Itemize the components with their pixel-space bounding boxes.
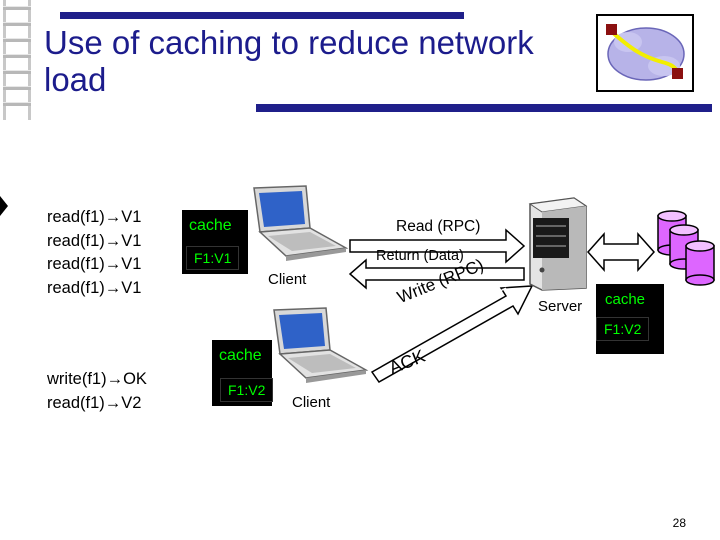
client1-cache-label: cache — [182, 214, 239, 238]
page-number: 28 — [672, 516, 686, 530]
client2-cache-value: F1:V2 — [220, 378, 274, 402]
client2-op: write(f1)→OK — [47, 370, 147, 388]
client2-cache-label: cache — [212, 344, 269, 368]
client2-op: read(f1)→V2 — [47, 393, 142, 412]
network-logo-icon — [596, 14, 694, 92]
return-data-label: Return (Data) — [376, 248, 464, 264]
client2-laptop-icon — [260, 306, 370, 393]
client1-op: read(f1)→V1 — [47, 208, 142, 226]
disk-stack-icon — [652, 206, 720, 293]
client1-op: read(f1)→V1 — [47, 278, 142, 297]
client2-ops: write(f1)→OK read(f1)→V2 — [47, 368, 147, 415]
server-cache-label: cache — [598, 288, 653, 311]
slide-title: Use of caching to reduce network load — [44, 24, 534, 98]
server-disk-arrow — [586, 230, 656, 279]
client1-cache-value: F1:V1 — [186, 246, 240, 270]
read-rpc-label: Read (RPC) — [396, 218, 481, 235]
client1-laptop-icon — [240, 184, 350, 271]
return-data-arrow — [348, 252, 528, 297]
client1-label: Client — [268, 271, 307, 288]
read-rpc-arrow — [348, 222, 528, 275]
server-label: Server — [538, 298, 583, 315]
side-arrow-icon — [0, 196, 8, 216]
server-cache-value: F1:V2 — [596, 317, 650, 341]
client1-ops: read(f1)→V1 read(f1)→V1 read(f1)→V1 read… — [47, 206, 141, 300]
write-ack-arrows — [356, 268, 546, 393]
title-accent-bar — [60, 12, 464, 19]
divider-bar — [256, 104, 712, 112]
client1-op: read(f1)→V1 — [47, 231, 142, 250]
client2-label: Client — [292, 394, 331, 411]
server-tower-icon — [522, 196, 592, 297]
client1-op: read(f1)→V1 — [47, 255, 142, 273]
decorative-ladder — [0, 0, 34, 120]
